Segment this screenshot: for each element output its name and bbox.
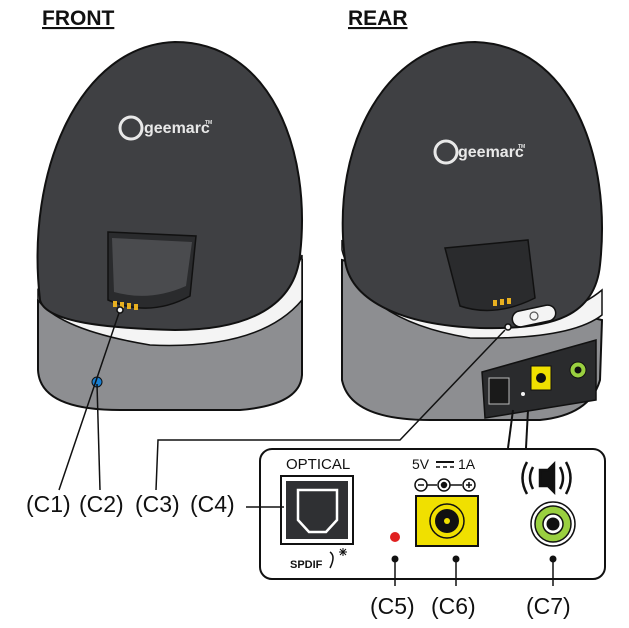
- rear-optical-port-small: [488, 377, 510, 405]
- rear-led-small: [521, 392, 525, 396]
- zoom-line-right: [525, 409, 529, 449]
- rear-dome: [341, 40, 604, 330]
- audio-jack-hole: [546, 517, 560, 531]
- dc-symbol-icon: [436, 461, 454, 468]
- rear-logo-text: geemarc: [458, 144, 524, 161]
- front-logo: geemarc TM: [118, 115, 212, 141]
- rear-audio-jack-small-hole: [574, 366, 582, 374]
- wireless-audio-icon: [521, 460, 572, 496]
- rear-logo-trademark: TM: [518, 144, 525, 150]
- leader-c3: [155, 329, 506, 491]
- callout-c7: (C7): [526, 593, 571, 619]
- spdif-label: SPDIF: [290, 559, 323, 571]
- front-heading: FRONT: [42, 7, 114, 30]
- callout-c2: (C2): [79, 491, 124, 517]
- front-cradle-inner: [112, 238, 192, 296]
- callout-c5: (C5): [370, 593, 415, 619]
- spdif-sparkle-icon: [339, 548, 347, 556]
- power-jack-pin: [444, 518, 450, 524]
- callout-c6: (C6): [431, 593, 476, 619]
- front-logo-text: geemarc: [144, 120, 210, 137]
- leader-lines: [58, 306, 554, 586]
- rear-power-button: [511, 304, 557, 328]
- optical-port-socket: [296, 488, 339, 534]
- rear-power-icon: [529, 311, 539, 321]
- rear-power-jack-small-hole: [536, 373, 546, 383]
- rear-unit: geemarc TM: [341, 40, 604, 449]
- leader-c2: [96, 383, 101, 491]
- callout-c3: (C3): [135, 491, 180, 517]
- front-charging-pins: [113, 301, 138, 310]
- optical-label: OPTICAL: [286, 456, 350, 473]
- callout-c1: (C1): [26, 491, 71, 517]
- rear-cradle: [444, 239, 536, 312]
- leader-c1: [58, 309, 121, 491]
- rear-heading: REAR: [348, 7, 408, 30]
- rear-logo: geemarc TM: [433, 139, 525, 165]
- connector-inset: OPTICAL SPDIF 5V 1A: [259, 448, 606, 580]
- rear-charging-pins: [493, 298, 511, 306]
- front-dome: [36, 40, 304, 332]
- callout-c4: (C4): [190, 491, 235, 517]
- spdif-swoosh-icon: [329, 551, 334, 569]
- power-label-voltage: 5V: [412, 456, 430, 472]
- zoom-line-left: [507, 409, 514, 449]
- front-unit: geemarc TM: [36, 40, 304, 411]
- front-logo-trademark: TM: [205, 120, 212, 126]
- inset-red-led: [390, 532, 400, 542]
- front-logo-g-icon: [118, 115, 144, 141]
- polarity-symbol-icon: [414, 478, 476, 492]
- rear-logo-g-icon: [433, 139, 459, 165]
- power-label-current: 1A: [458, 456, 476, 472]
